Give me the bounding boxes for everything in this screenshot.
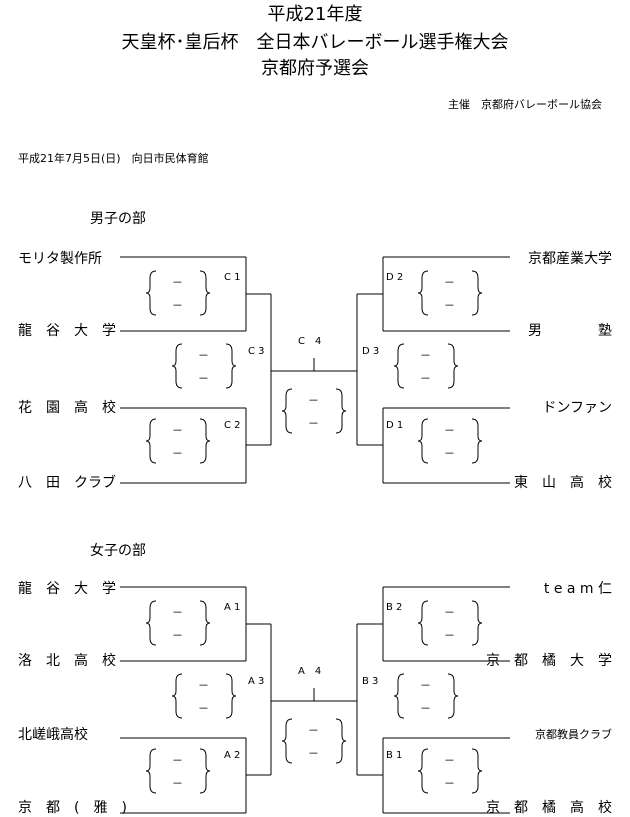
score-top: － [444, 606, 455, 619]
score-brace [282, 718, 346, 764]
women-left-team-3: 北嵯峨高校 [18, 727, 88, 743]
women-match-a2: A 2 [224, 750, 241, 761]
title-year: 平成21年度 [267, 4, 363, 25]
women-left-team-4: 京 都 ( 雅 ) [18, 800, 127, 816]
women-score-final: －－ [282, 718, 346, 764]
score-top: － [198, 349, 209, 362]
score-brace [146, 600, 210, 646]
score-bottom: － [420, 372, 431, 385]
men-match-d1: D 1 [386, 420, 404, 431]
date-venue: 平成21年7月5日(日) 向日市民体育館 [18, 152, 209, 165]
score-bottom: － [198, 702, 209, 715]
score-brace [146, 748, 210, 794]
women-right-team-1: t e a m 仁 [543, 581, 612, 597]
men-score-r1: －－ [418, 418, 482, 464]
women-left-team-1: 龍 谷 大 学 [18, 581, 116, 597]
score-brace [146, 418, 210, 464]
title-tournament: 天皇杯･皇后杯 全日本バレーボール選手権大会 [121, 32, 509, 53]
women-right-team-3: 京都教員クラブ [535, 728, 612, 741]
women-score-2: －－ [146, 748, 210, 794]
men-match-c2: C 2 [224, 420, 241, 431]
men-score-r3: －－ [394, 343, 458, 389]
score-top: － [420, 679, 431, 692]
score-brace [146, 270, 210, 316]
score-bottom: － [444, 299, 455, 312]
score-bottom: － [172, 777, 183, 790]
women-score-r3: －－ [394, 673, 458, 719]
score-bottom: － [308, 417, 319, 430]
score-brace [394, 673, 458, 719]
women-score-3: －－ [172, 673, 236, 719]
men-match-c4: C 4 [298, 336, 322, 347]
score-top: － [444, 276, 455, 289]
score-top: － [308, 394, 319, 407]
score-brace [282, 388, 346, 434]
men-left-team-2: 龍 谷 大 学 [18, 323, 116, 339]
women-match-b2: B 2 [386, 602, 403, 613]
men-right-team-1: 京都産業大学 [528, 251, 612, 267]
score-bottom: － [172, 629, 183, 642]
score-top: － [420, 349, 431, 362]
score-bottom: － [444, 447, 455, 460]
women-section-label: 女子の部 [90, 543, 146, 559]
score-bottom: － [172, 447, 183, 460]
score-brace [418, 270, 482, 316]
score-top: － [172, 606, 183, 619]
men-right-team-2: 男 塾 [528, 323, 612, 339]
score-brace [418, 600, 482, 646]
women-score-1: －－ [146, 600, 210, 646]
women-left-team-2: 洛 北 高 校 [18, 653, 116, 669]
score-brace [394, 343, 458, 389]
women-score-r2: －－ [418, 600, 482, 646]
men-score-final: －－ [282, 388, 346, 434]
women-score-r1: －－ [418, 748, 482, 794]
score-brace [418, 418, 482, 464]
title-qualifier: 京都府予選会 [261, 58, 369, 79]
men-match-c1: C 1 [224, 272, 241, 283]
score-top: － [444, 754, 455, 767]
women-match-a3: A 3 [248, 676, 265, 687]
men-left-team-3: 花 園 高 校 [18, 400, 116, 416]
score-bottom: － [444, 777, 455, 790]
women-match-b3: B 3 [362, 676, 379, 687]
men-right-team-4: 東 山 高 校 [514, 475, 612, 491]
women-right-team-2: 京 都 橘 大 学 [486, 653, 612, 669]
men-score-1: －－ [146, 270, 210, 316]
score-top: － [172, 424, 183, 437]
women-match-a1: A 1 [224, 602, 241, 613]
men-match-c3: C 3 [248, 346, 265, 357]
men-score-r2: －－ [418, 270, 482, 316]
score-top: － [308, 724, 319, 737]
men-left-team-4: 八 田 クラブ [18, 475, 116, 491]
score-top: － [198, 679, 209, 692]
men-match-d2: D 2 [386, 272, 404, 283]
score-bottom: － [172, 299, 183, 312]
men-score-3: －－ [172, 343, 236, 389]
men-right-team-3: ドンファン [542, 400, 612, 416]
score-bottom: － [444, 629, 455, 642]
women-match-a4: A 4 [298, 666, 322, 677]
score-top: － [172, 754, 183, 767]
score-brace [418, 748, 482, 794]
score-bottom: － [420, 702, 431, 715]
score-top: － [444, 424, 455, 437]
women-match-b1: B 1 [386, 750, 403, 761]
men-section-label: 男子の部 [90, 211, 146, 227]
score-brace [172, 343, 236, 389]
score-bottom: － [308, 747, 319, 760]
score-top: － [172, 276, 183, 289]
women-right-team-4: 京 都 橘 高 校 [486, 800, 612, 816]
score-brace [172, 673, 236, 719]
score-bottom: － [198, 372, 209, 385]
men-left-team-1: モリタ製作所 [18, 251, 102, 267]
men-match-d3: D 3 [362, 346, 380, 357]
organizer: 主催 京都府バレーボール協会 [448, 98, 602, 111]
men-score-2: －－ [146, 418, 210, 464]
